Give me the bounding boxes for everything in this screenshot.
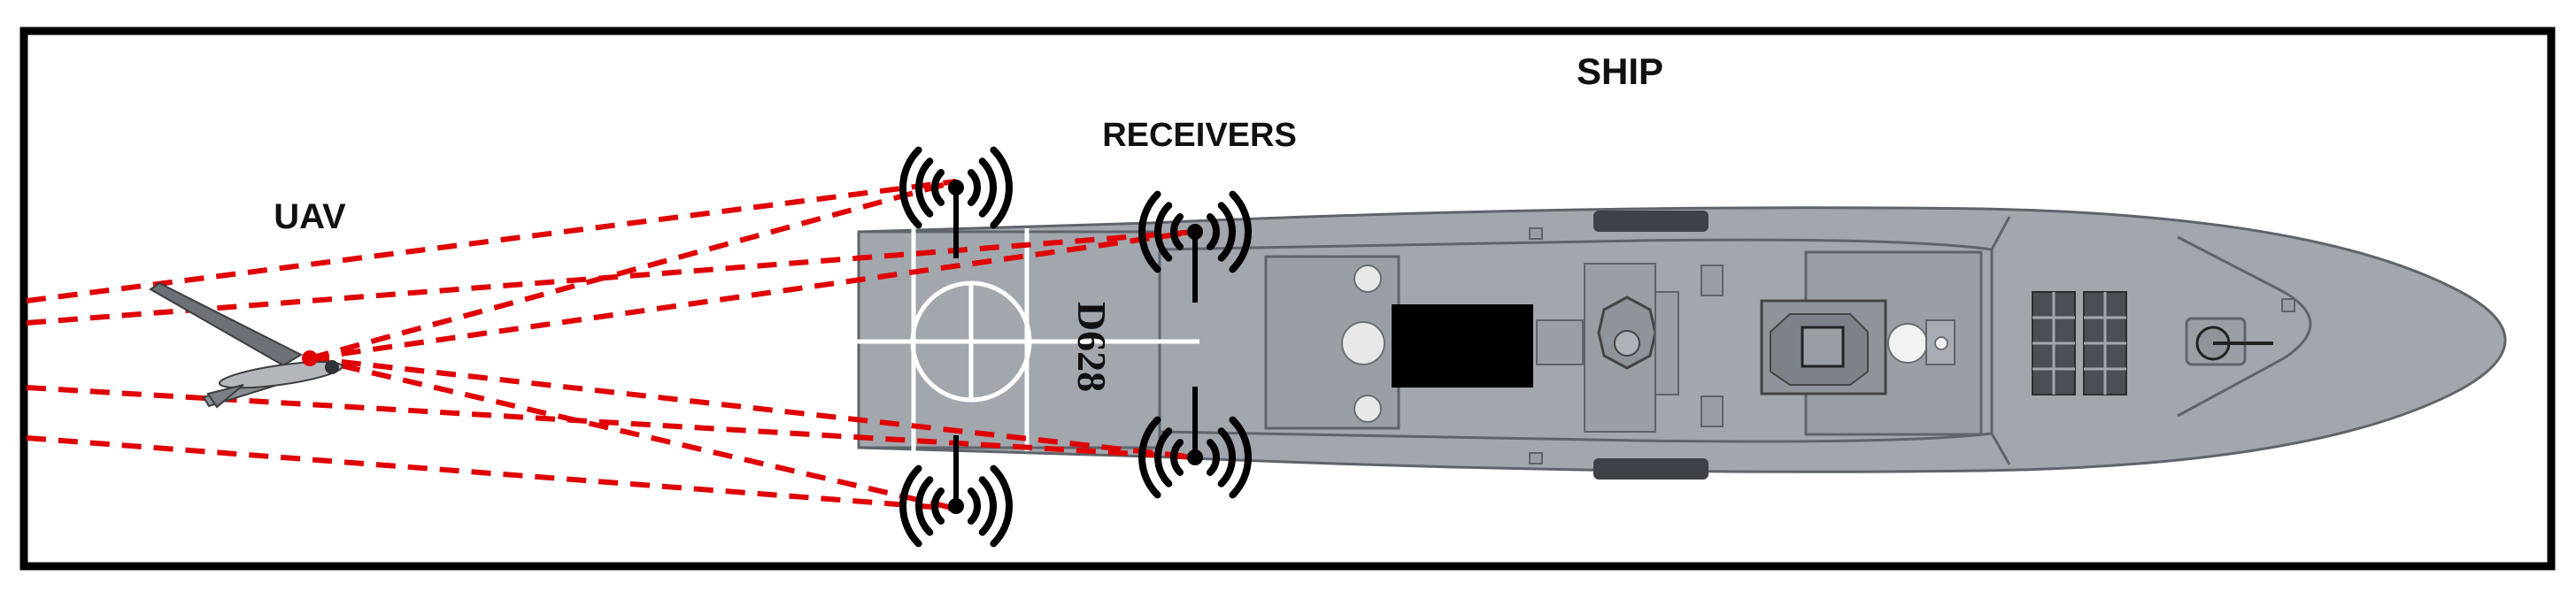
antenna-signal-icon: [1138, 387, 1252, 499]
deck-hatch: [2281, 298, 2295, 312]
beam-line: [26, 229, 1196, 326]
signal-wave: [978, 476, 997, 536]
antenna-signal-icon: [1138, 190, 1252, 303]
antenna-signal-icon: [899, 146, 1013, 258]
deck-dome: [1341, 321, 1385, 365]
signal-wave: [978, 157, 997, 218]
uav-label: UAV: [274, 197, 346, 236]
helipad-marking: [854, 228, 1199, 451]
missile-cell-grid: [2032, 292, 2126, 395]
signal-wave: [1229, 416, 1252, 499]
signal-wave: [1138, 416, 1161, 499]
antenna-dot: [1187, 449, 1203, 465]
signal-wave: [899, 464, 922, 548]
beam-lines: [26, 179, 1196, 511]
beam-line: [26, 179, 957, 303]
signal-wave: [931, 487, 945, 525]
signal-wave: [990, 464, 1013, 548]
beam-line: [309, 356, 1196, 460]
receivers-label: RECEIVERS: [1102, 117, 1297, 154]
radar-dot: [1934, 336, 1948, 350]
beam-line: [309, 229, 1196, 361]
signal-wave: [1138, 190, 1161, 273]
signal-wave: [1217, 202, 1236, 262]
uav-tail: [206, 384, 244, 409]
bridge-core: [1801, 326, 1845, 368]
signal-wave: [1154, 427, 1173, 487]
deck-dome: [1354, 395, 1382, 423]
antenna-dot: [948, 498, 964, 514]
antenna-dot: [1187, 224, 1203, 240]
signal-wave: [967, 169, 981, 206]
antenna-dot: [948, 180, 964, 196]
signal-wave: [967, 487, 981, 525]
signal-wave: [1170, 213, 1184, 250]
signal-wave: [1229, 190, 1252, 273]
deck-hatch: [1701, 395, 1724, 427]
ship-label: SHIP: [1577, 50, 1663, 92]
bow-outline: [2177, 235, 2312, 418]
receiver-group: [899, 146, 1252, 548]
signal-wave: [1154, 202, 1173, 262]
antenna-signal-icon: [899, 435, 1013, 548]
uav-nose: [325, 360, 339, 374]
ship: D628: [854, 206, 2507, 480]
radar-dome: [1887, 323, 1928, 364]
signal-wave: [1170, 439, 1184, 476]
uav-wing: [149, 281, 304, 367]
signal-wave: [1217, 427, 1236, 487]
signal-wave: [915, 476, 934, 536]
signal-wave: [931, 169, 945, 206]
gun-mount-core: [1614, 330, 1640, 357]
deck-block: [1392, 304, 1533, 388]
deck-divider: [1990, 216, 2011, 250]
uav-aircraft-icon: [149, 281, 343, 409]
beam-line: [309, 356, 957, 511]
deck-hatch: [1529, 452, 1543, 464]
vent-bar: [1593, 458, 1708, 480]
uav-marker: [302, 350, 318, 366]
deck-hatch: [1701, 265, 1724, 296]
deck-connector: [1536, 319, 1584, 365]
deck-divider: [1990, 433, 2011, 465]
signal-wave: [1206, 213, 1220, 250]
uav-body: [218, 361, 343, 389]
signal-wave: [1206, 439, 1220, 476]
deck-dome: [1354, 265, 1382, 293]
deck-hatch: [1529, 227, 1543, 240]
signal-wave: [899, 146, 922, 229]
mount-side: [1654, 291, 1679, 395]
vent-bar: [1593, 211, 1708, 232]
signal-wave: [990, 146, 1013, 229]
beam-line: [309, 179, 957, 361]
beam-line: [26, 435, 957, 511]
signal-wave: [915, 157, 934, 218]
hull-number: D628: [1069, 302, 1114, 392]
